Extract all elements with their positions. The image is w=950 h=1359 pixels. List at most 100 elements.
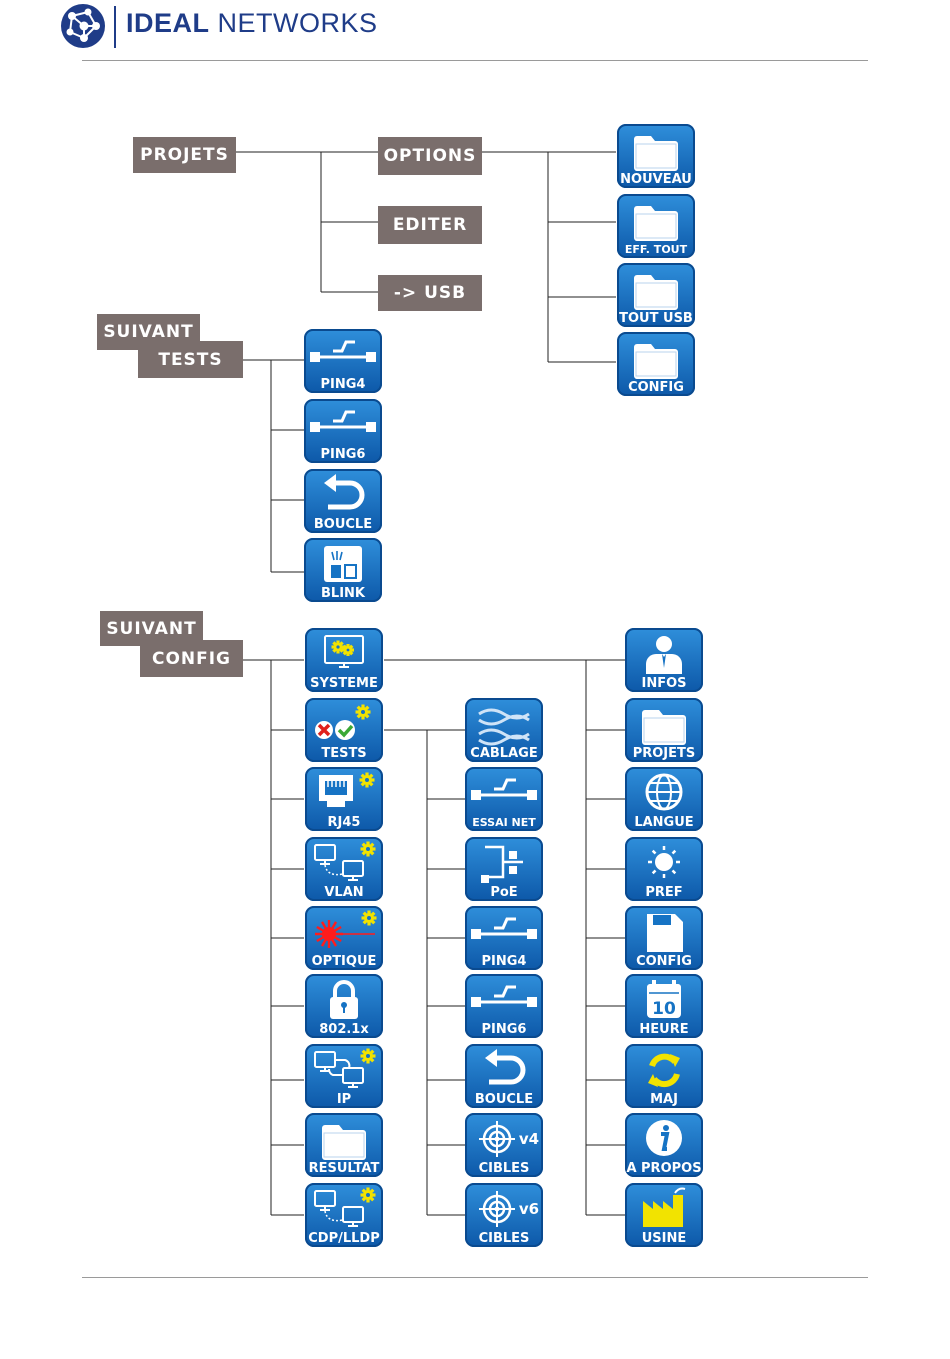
- brand-light: NETWORKS: [209, 8, 378, 38]
- laser-icon: [315, 910, 377, 948]
- config-vlan-button[interactable]: VLAN: [305, 837, 383, 901]
- icon-label: PoE: [490, 885, 518, 900]
- badge-label: v6: [519, 1200, 539, 1218]
- tests-icon: [315, 704, 371, 740]
- icon-label: MAJ: [650, 1092, 678, 1107]
- to-usb-button[interactable]: -> USB: [378, 275, 482, 311]
- ping-icon: [471, 778, 537, 800]
- options-config-button[interactable]: CONFIG: [617, 332, 695, 396]
- header-divider: [82, 60, 868, 61]
- folder-icon: [322, 1125, 366, 1160]
- icon-label: USINE: [641, 1231, 687, 1246]
- system-langue-button[interactable]: LANGUE: [625, 767, 703, 831]
- icon-label: PING4: [320, 377, 366, 392]
- icon-label: LANGUE: [634, 815, 694, 830]
- tests-boucle-5-button[interactable]: BOUCLE: [465, 1044, 543, 1108]
- blink-icon: [324, 546, 362, 582]
- folder-icon: [634, 136, 678, 171]
- globe-icon: [645, 773, 683, 811]
- system-infos-button[interactable]: INFOS: [625, 628, 703, 692]
- config-button[interactable]: CONFIG: [140, 640, 243, 677]
- config-802-1x-button[interactable]: 802.1x: [305, 974, 383, 1038]
- icon-label: CIBLES: [478, 1231, 530, 1246]
- cable-icon: [478, 708, 530, 746]
- folder-icon: [634, 344, 678, 379]
- system-projets-button[interactable]: PROJETS: [625, 698, 703, 762]
- icon-label: ESSAI NET: [472, 816, 536, 829]
- system-maj-button[interactable]: MAJ: [625, 1044, 703, 1108]
- ip-icon: [314, 1048, 376, 1088]
- info-icon: [646, 1120, 682, 1156]
- rj45-icon: [319, 772, 375, 807]
- icon-label: CONFIG: [628, 380, 684, 395]
- icon-label: BLINK: [321, 586, 365, 601]
- tests-cablage-0-button[interactable]: CABLAGE: [465, 698, 543, 762]
- config-tests-button[interactable]: TESTS: [305, 698, 383, 762]
- icon-label: NOUVEAU: [620, 172, 692, 187]
- system-config-button[interactable]: CONFIG: [625, 906, 703, 970]
- icon-label: PREF: [645, 885, 683, 900]
- tests-poe-2-button[interactable]: PoE: [465, 837, 543, 901]
- system-usine-button[interactable]: USINE: [625, 1183, 703, 1247]
- icon-label: INFOS: [641, 676, 687, 691]
- icon-label: TOUT USB: [619, 311, 693, 326]
- tests-ping4-button[interactable]: PING4: [304, 329, 382, 393]
- system-a-propos-button[interactable]: A PROPOS: [625, 1113, 703, 1177]
- folder-icon: [634, 206, 678, 241]
- projets-button[interactable]: PROJETS: [133, 137, 236, 173]
- target-icon: v6: [479, 1191, 539, 1227]
- poe-icon: [481, 845, 523, 883]
- icon-label: BOUCLE: [474, 1092, 534, 1107]
- config-rj45-button[interactable]: RJ45: [305, 767, 383, 831]
- tests-ping6-4-button[interactable]: PING6: [465, 974, 543, 1038]
- icon-label: A PROPOS: [626, 1161, 702, 1176]
- refresh-icon: [648, 1053, 680, 1088]
- save-icon: [647, 914, 683, 952]
- tests-button[interactable]: TESTS: [138, 341, 243, 378]
- icon-label: SYSTEME: [310, 676, 378, 691]
- options-eff-tout-button[interactable]: EFF. TOUT: [617, 194, 695, 258]
- icon-label: CONFIG: [636, 954, 692, 969]
- icon-label: PING6: [481, 1022, 527, 1037]
- icon-label: 802.1x: [319, 1022, 369, 1037]
- tests-ping4-3-button[interactable]: PING4: [465, 906, 543, 970]
- options-nouveau-button[interactable]: NOUVEAU: [617, 124, 695, 188]
- icon-label: IP: [336, 1092, 352, 1107]
- badge-label: 10: [652, 999, 676, 1019]
- ping-icon: [310, 410, 376, 432]
- tests-essai-net-1-button[interactable]: ESSAI NET: [465, 767, 543, 831]
- icon-label: OPTIQUE: [311, 954, 377, 969]
- options-button[interactable]: OPTIONS: [378, 137, 482, 175]
- system-pref-button[interactable]: PREF: [625, 837, 703, 901]
- loop-icon: [324, 474, 365, 510]
- vlan-icon: [314, 841, 376, 881]
- folder-icon: [634, 275, 678, 310]
- icon-label: VLAN: [324, 885, 364, 900]
- config-resultat-button[interactable]: RESULTAT: [305, 1113, 383, 1177]
- editer-button[interactable]: EDITER: [378, 206, 482, 244]
- system-icon: [324, 635, 364, 668]
- icon-label: CIBLES: [478, 1161, 530, 1176]
- icon-label: RJ45: [327, 815, 361, 830]
- ping-icon: [310, 340, 376, 362]
- icon-label: CDP/LLDP: [308, 1231, 380, 1246]
- options-tout-usb-button[interactable]: TOUT USB: [617, 263, 695, 327]
- tests-blink-button[interactable]: BLINK: [304, 538, 382, 602]
- tests-ping6-button[interactable]: PING6: [304, 399, 382, 463]
- icon-label: PING6: [320, 447, 366, 462]
- brand-bold: IDEAL: [126, 8, 210, 38]
- config-ip-button[interactable]: IP: [305, 1044, 383, 1108]
- brand-name: IDEAL NETWORKS: [126, 8, 378, 39]
- config-systeme-button[interactable]: SYSTEME: [305, 628, 383, 692]
- config-optique-button[interactable]: OPTIQUE: [305, 906, 383, 970]
- tests-boucle-button[interactable]: BOUCLE: [304, 469, 382, 533]
- icon-label: PING4: [481, 954, 527, 969]
- icon-label: HEURE: [639, 1022, 689, 1037]
- ideal-networks-logo-icon: [61, 4, 105, 48]
- lock-icon: [330, 980, 358, 1019]
- config-cdp-lldp-button[interactable]: CDP/LLDP: [305, 1183, 383, 1247]
